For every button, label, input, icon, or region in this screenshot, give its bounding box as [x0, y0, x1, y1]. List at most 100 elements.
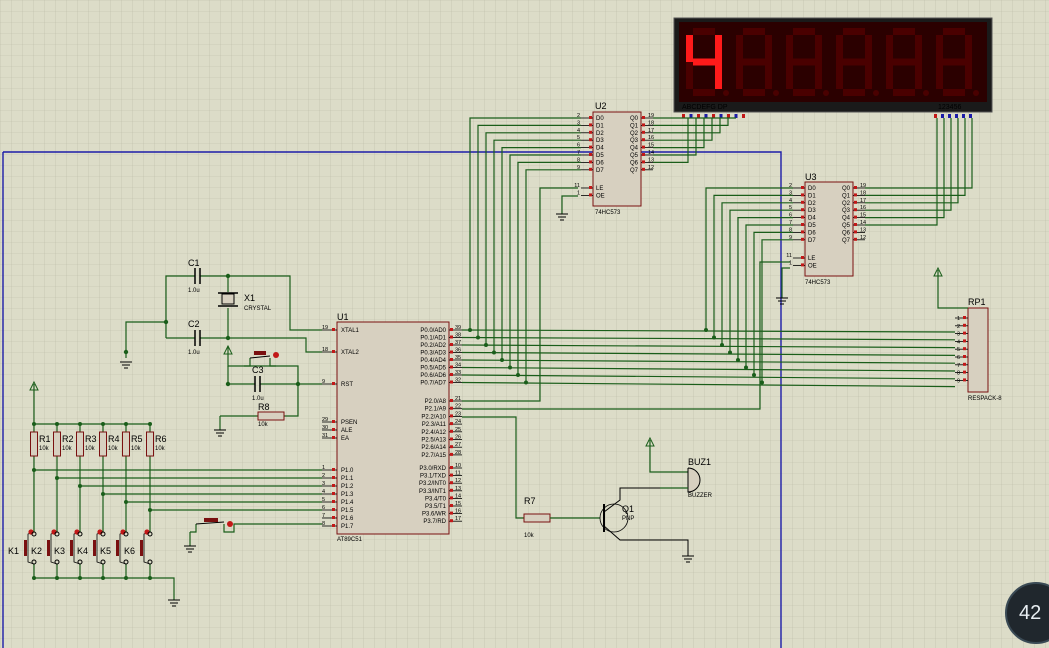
segment-g — [893, 58, 915, 66]
segment-f — [886, 35, 893, 62]
segment-g — [693, 58, 715, 66]
pin-marker — [332, 476, 335, 479]
pin-number: 21 — [455, 396, 461, 402]
pin-name: P2.0/A8 — [425, 399, 447, 405]
segment-a — [943, 28, 965, 35]
pin-number: 18 — [648, 120, 654, 126]
pin-name: P0.5/AD5 — [420, 366, 446, 372]
x1-crystal[interactable]: X1 CRYSTAL — [218, 276, 272, 338]
segment-e — [886, 62, 893, 89]
pin-number: 12 — [648, 165, 654, 171]
pin-marker — [801, 215, 804, 219]
pin-number: 7 — [322, 513, 325, 519]
u3-part: 74HC573 — [805, 280, 831, 286]
pin-marker — [332, 500, 335, 503]
pin-name: D6 — [596, 160, 604, 166]
display-seg-pin — [719, 114, 723, 118]
segment-a — [793, 28, 815, 35]
pin-name: P3.3/INT1 — [419, 489, 447, 495]
pin-name: P2.6/A14 — [421, 445, 446, 451]
key-ref: K5 — [100, 546, 111, 556]
pin-marker — [450, 422, 453, 426]
pin-marker — [801, 193, 804, 197]
pin-number: 27 — [455, 442, 461, 448]
segment-c — [815, 62, 822, 89]
u1-ref: U1 — [337, 312, 349, 322]
pin-name: D3 — [808, 208, 816, 214]
zoom-indicator[interactable]: 42 — [1005, 582, 1049, 644]
buz1-buzzer[interactable]: BUZ1 BUZZER — [645, 436, 713, 499]
pin-number: 18 — [322, 347, 328, 353]
pin-name: P1.5 — [341, 508, 354, 514]
pin-marker — [801, 200, 804, 204]
pin-name: P0.7/AD7 — [420, 381, 446, 387]
reset-button[interactable] — [244, 351, 279, 367]
pin-number: 17 — [455, 516, 461, 522]
key-k2[interactable]: K2 — [31, 470, 60, 580]
seven-segment-display[interactable]: ABCDEFG DP 123456 4 — [0, 0, 993, 118]
buz1-value: BUZZER — [688, 493, 713, 499]
pin-marker — [332, 524, 335, 527]
segment-e — [836, 62, 843, 89]
pin-name: P0.6/AD6 — [420, 373, 446, 379]
pin-name: D2 — [808, 201, 816, 207]
pin-name: P1.0 — [341, 468, 354, 474]
pin-marker — [589, 116, 592, 119]
pin-marker — [801, 223, 804, 226]
c3-ref: C3 — [252, 365, 264, 375]
pin-number: 1 — [957, 316, 960, 322]
r7-resistor[interactable]: R7 10k — [523, 496, 600, 539]
pin-number: 39 — [455, 325, 461, 331]
pin-number: 11 — [455, 471, 461, 477]
key-k1[interactable]: K1 — [8, 470, 37, 580]
pin-number: 7 — [957, 363, 960, 369]
segment-dp — [723, 90, 729, 96]
pin-number: 18 — [860, 190, 866, 196]
pin-number: 32 — [455, 378, 461, 384]
pin-number: 9 — [957, 378, 960, 384]
pin-marker — [589, 145, 592, 149]
q1-transistor[interactable]: Q1 PNP — [599, 487, 689, 556]
pin-marker — [450, 343, 453, 346]
pin-number: 12 — [455, 478, 461, 484]
c2-capacitor[interactable]: C2 1.0u — [166, 319, 322, 356]
key-k5[interactable]: K5 — [100, 470, 129, 580]
pin-name: P0.0/AD0 — [420, 328, 446, 334]
pin-name: P0.2/AD2 — [420, 343, 446, 349]
pin-marker — [332, 516, 335, 519]
digit-header: 123456 — [938, 104, 961, 111]
pin-name: P1.3 — [341, 492, 354, 498]
pin-number: 3 — [957, 332, 960, 338]
pin-marker — [963, 339, 966, 343]
display-seg-pin — [697, 114, 700, 118]
pin-number: 9 — [322, 379, 325, 385]
pin-number: 17 — [648, 128, 654, 134]
c1-capacitor[interactable]: C1 1.0u — [176, 258, 322, 331]
pin-marker — [854, 215, 857, 219]
pin-marker — [450, 335, 453, 339]
pin-name: P2.7/A15 — [421, 453, 446, 459]
key-k6[interactable]: K6 — [124, 470, 153, 580]
pin-marker — [589, 153, 592, 156]
pin-name: Q6 — [842, 230, 851, 236]
r8-resistor[interactable]: R8 10k — [220, 384, 299, 428]
pin-number: 8 — [957, 371, 960, 377]
pin-marker — [450, 406, 453, 410]
pin-number: 4 — [789, 198, 792, 204]
p17-button[interactable] — [184, 518, 322, 553]
display-digit-pin — [969, 114, 972, 118]
pin-name: Q6 — [630, 160, 639, 166]
segment-dp — [873, 90, 879, 96]
display-seg-pin — [689, 114, 693, 118]
